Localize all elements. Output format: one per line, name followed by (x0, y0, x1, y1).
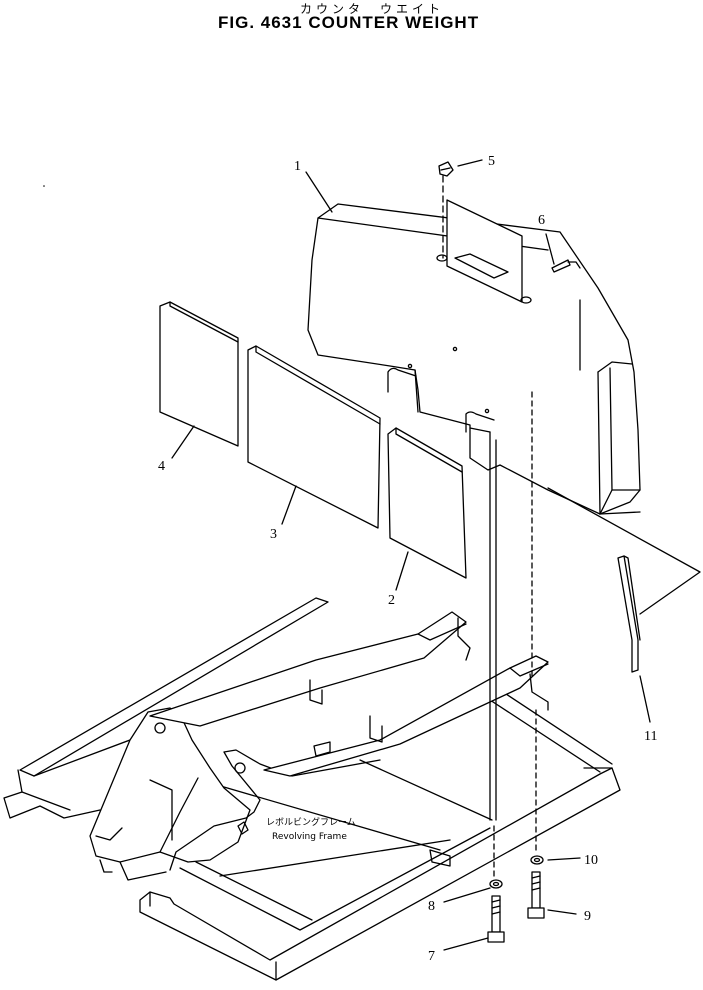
leader-4 (171, 425, 195, 459)
bolt-part-9 (527, 871, 545, 919)
part-number-8: 8 (428, 899, 435, 914)
revolving-frame (3, 597, 621, 981)
part-number-7: 7 (428, 949, 435, 964)
nut-part-5 (438, 161, 454, 259)
part-number-9: 9 (584, 909, 591, 924)
figure-title: FIG. 4631 COUNTER WEIGHT (218, 13, 480, 32)
leader-5 (457, 159, 483, 167)
leader-7 (443, 937, 489, 951)
part-number-2: 2 (388, 593, 395, 608)
leader-11 (639, 675, 651, 723)
plate-part-4 (159, 301, 239, 447)
leader-2 (395, 551, 409, 591)
lifting-eye-hook (387, 367, 495, 433)
washer-part-10 (530, 855, 544, 865)
counter-weight-body (307, 199, 641, 515)
frame-label-japanese: レボルビングフレーム (266, 816, 356, 828)
leader-1 (305, 171, 333, 213)
part-number-1: 1 (294, 159, 301, 174)
part-number-10: 10 (584, 853, 598, 868)
part-number-6: 6 (538, 213, 545, 228)
leader-6 (545, 233, 555, 265)
frame-label-english: Revolving Frame (272, 832, 347, 842)
part-number-11: 11 (644, 729, 657, 744)
plate-part-2 (387, 427, 467, 579)
leader-8 (443, 887, 491, 903)
bolt-part-6 (551, 259, 581, 273)
part-11-leader (547, 487, 701, 615)
plate-part-3 (247, 345, 381, 529)
leader-10 (547, 857, 581, 861)
part-number-5: 5 (488, 154, 495, 169)
part-number-3: 3 (270, 527, 277, 542)
part-number-4: 4 (158, 459, 165, 474)
washer-part-8 (489, 879, 503, 889)
strip-part-11 (617, 555, 641, 673)
bolt-part-7 (487, 895, 505, 943)
leader-3 (281, 485, 297, 525)
leader-9 (547, 909, 577, 915)
figure-title-japanese: カウンタ ウエイト (300, 2, 445, 16)
